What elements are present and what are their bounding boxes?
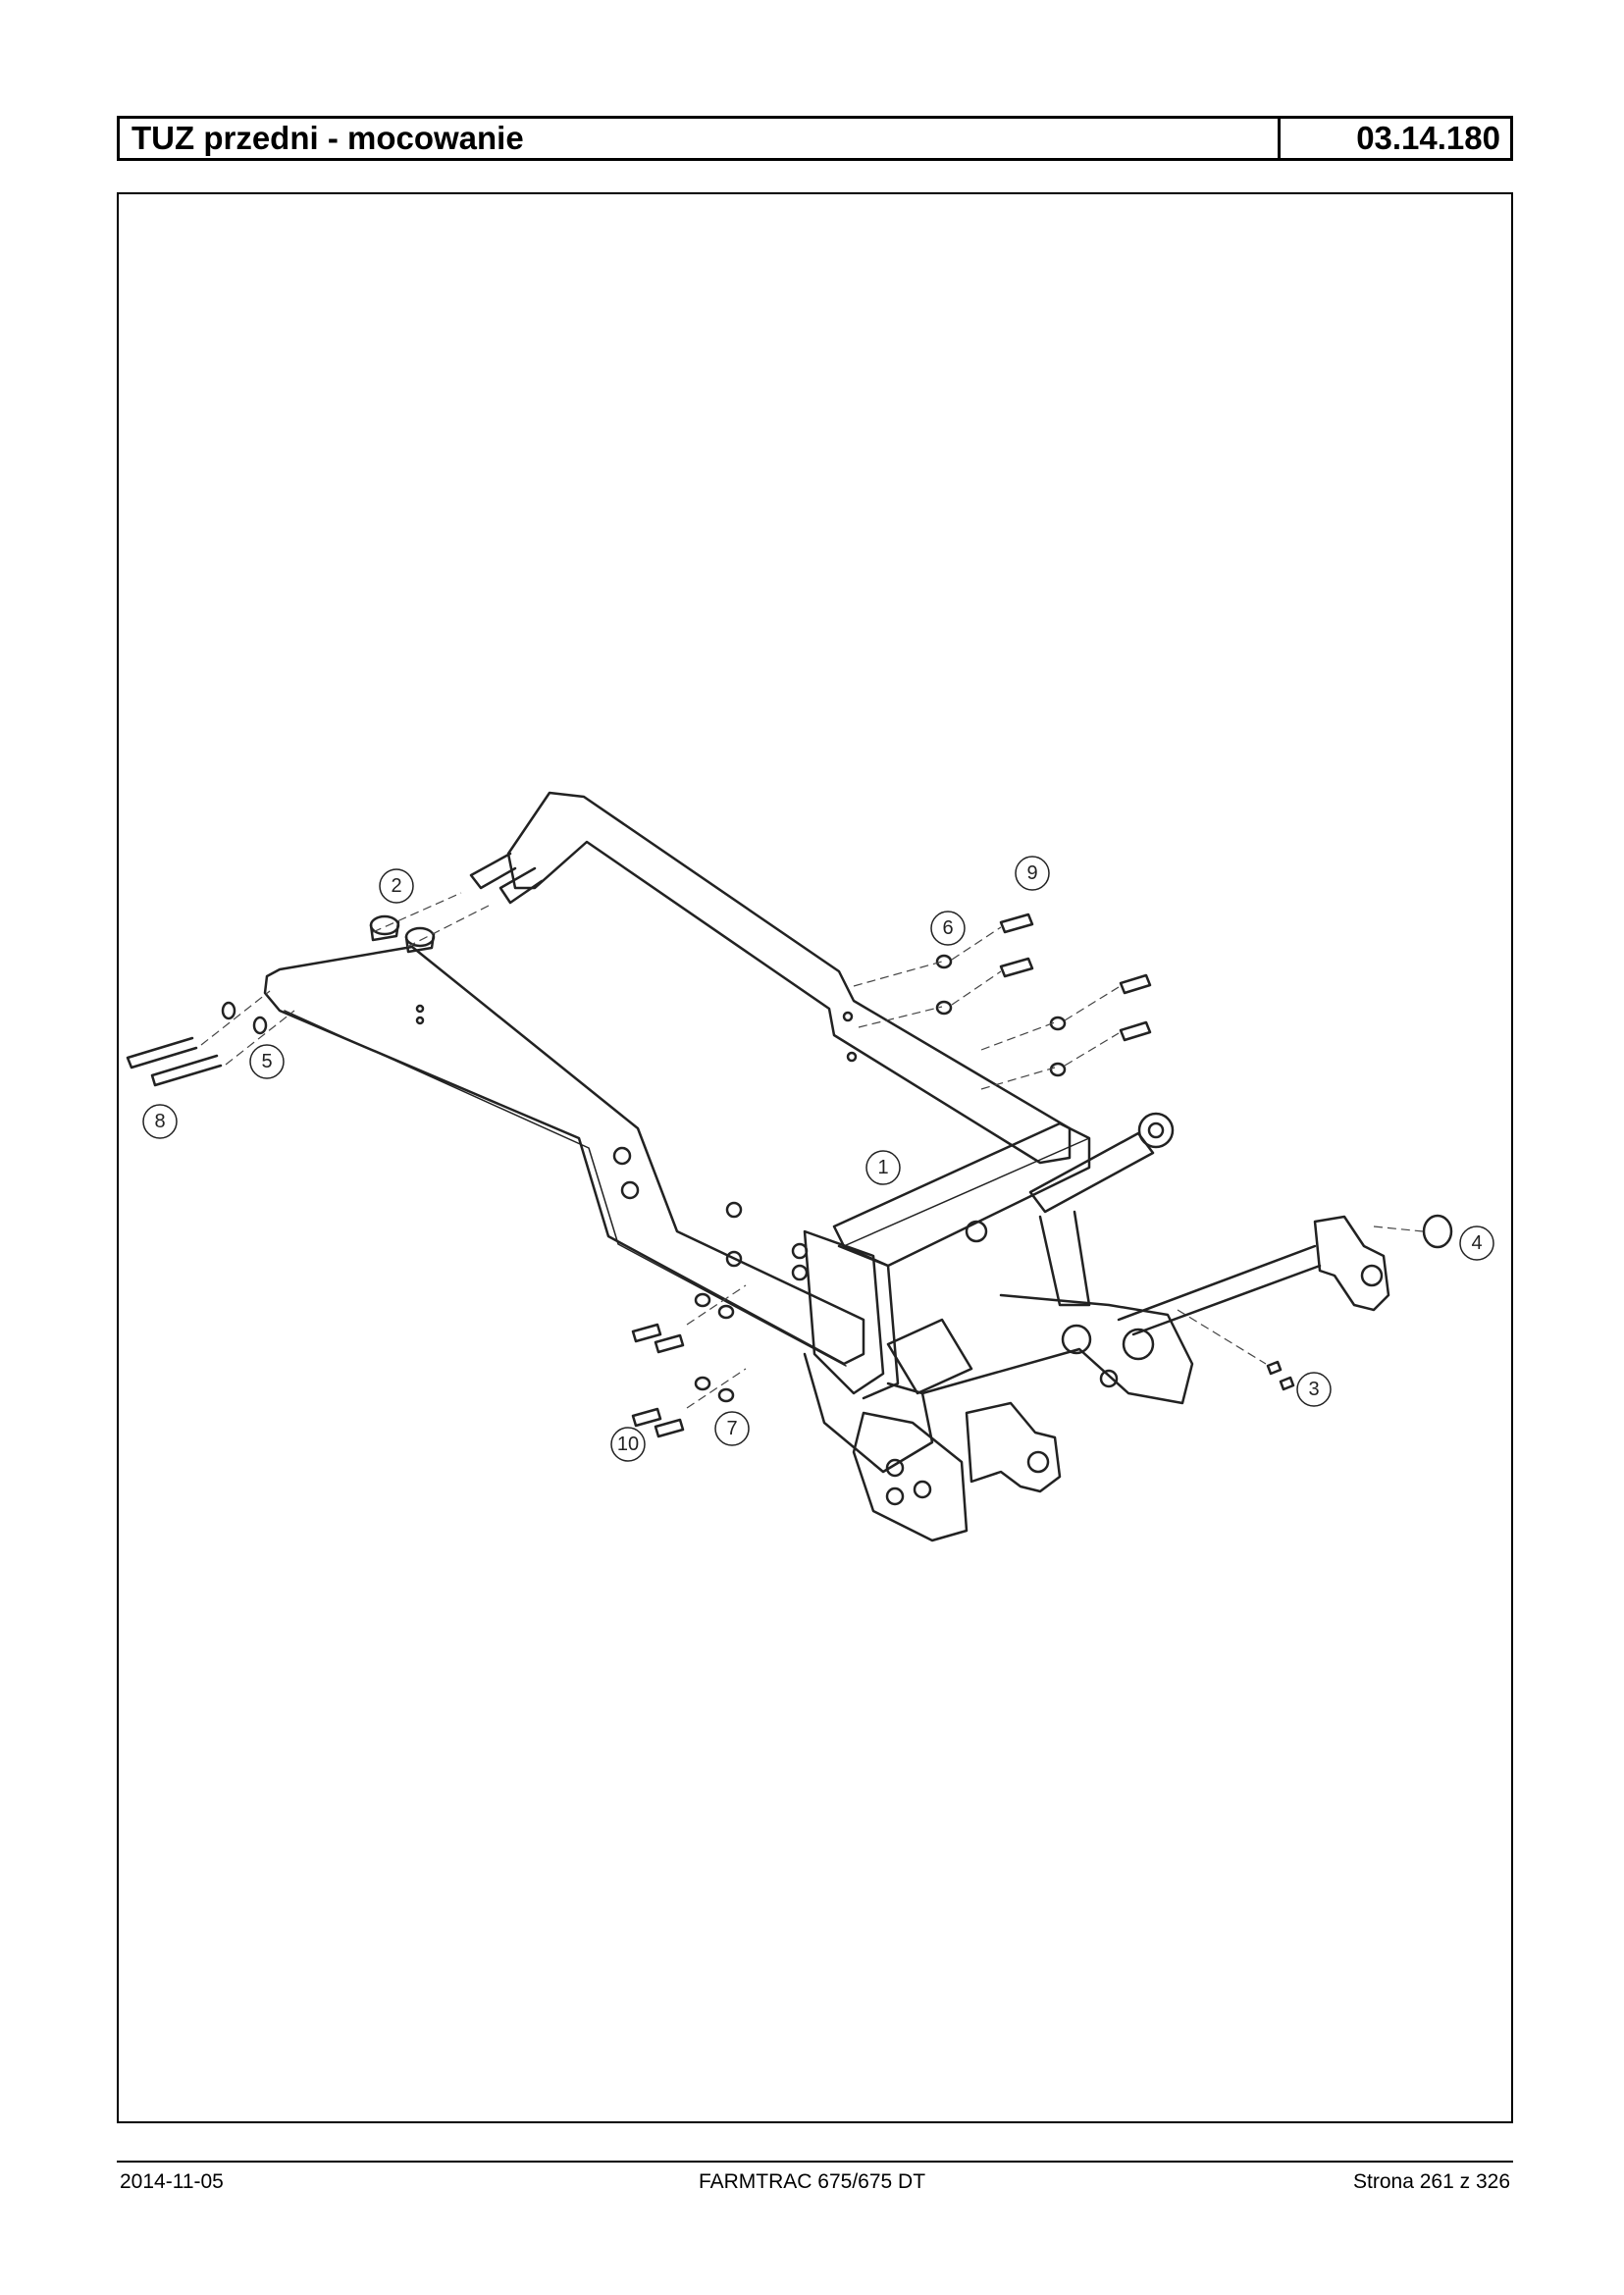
side-plate [803,1229,885,1395]
rear-frame-rail [506,791,1072,1165]
callout-4-circle [1459,1226,1494,1261]
callout-8-circle [142,1104,178,1139]
callout-3-circle [1296,1372,1332,1407]
callout-2: 2 [391,875,401,897]
bolt-10b [654,1333,685,1354]
section-code: 03.14.180 [1356,120,1500,156]
locating-pin-a [469,852,517,890]
right-hook [1313,1215,1390,1312]
bolt-9a [999,913,1034,934]
bolt-8b [150,1054,223,1087]
callout-8: 8 [154,1111,165,1132]
footer-page-number: Strona 261 z 326 [1353,2170,1510,2193]
bolt-9c [1119,973,1152,995]
exploded-parts-diagram: 1 2 3 4 5 6 7 8 9 10 [126,791,1494,1542]
bolt-10d [654,1418,685,1438]
footer-rule [117,2161,1513,2163]
callout-4: 4 [1471,1232,1482,1254]
side-plate-2 [837,1244,900,1400]
callout-5-circle [249,1044,285,1079]
section-title: TUZ przedni - mocowanie [120,119,1281,158]
callout-6-circle [930,911,966,946]
drawing-frame [117,192,1513,2123]
footer-date: 2014-11-05 [120,2170,224,2193]
callout-7: 7 [726,1418,737,1439]
lift-cylinder [1028,1131,1155,1214]
page-header: TUZ przedni - mocowanie 03.14.180 [117,116,1513,161]
callout-10-circle [610,1427,646,1462]
callout-6: 6 [942,917,953,939]
bolt-8a [126,1036,198,1069]
callout-5: 5 [261,1051,272,1072]
callout-3: 3 [1308,1379,1319,1400]
bolt-9b [999,957,1034,978]
bolt-9d [1119,1020,1152,1042]
callout-9-circle [1015,856,1050,891]
callout-1-circle [865,1150,901,1185]
callout-1: 1 [877,1157,888,1178]
footer-model: FARMTRAC 675/675 DT [698,2170,926,2193]
left-hook [965,1401,1062,1493]
callout-2-circle [379,868,414,904]
bottom-bracket [852,1411,969,1542]
hinge-block [886,1318,973,1395]
locating-pin-b [498,866,544,905]
lower-link-arm [920,1293,1194,1405]
callout-9: 9 [1026,862,1037,884]
callout-10: 10 [617,1434,639,1455]
front-frame-rail [263,945,865,1366]
bolt-10c [631,1407,662,1428]
tie-rod [1117,1244,1322,1336]
callout-7-circle [714,1411,750,1446]
bolt-10a [631,1323,662,1343]
